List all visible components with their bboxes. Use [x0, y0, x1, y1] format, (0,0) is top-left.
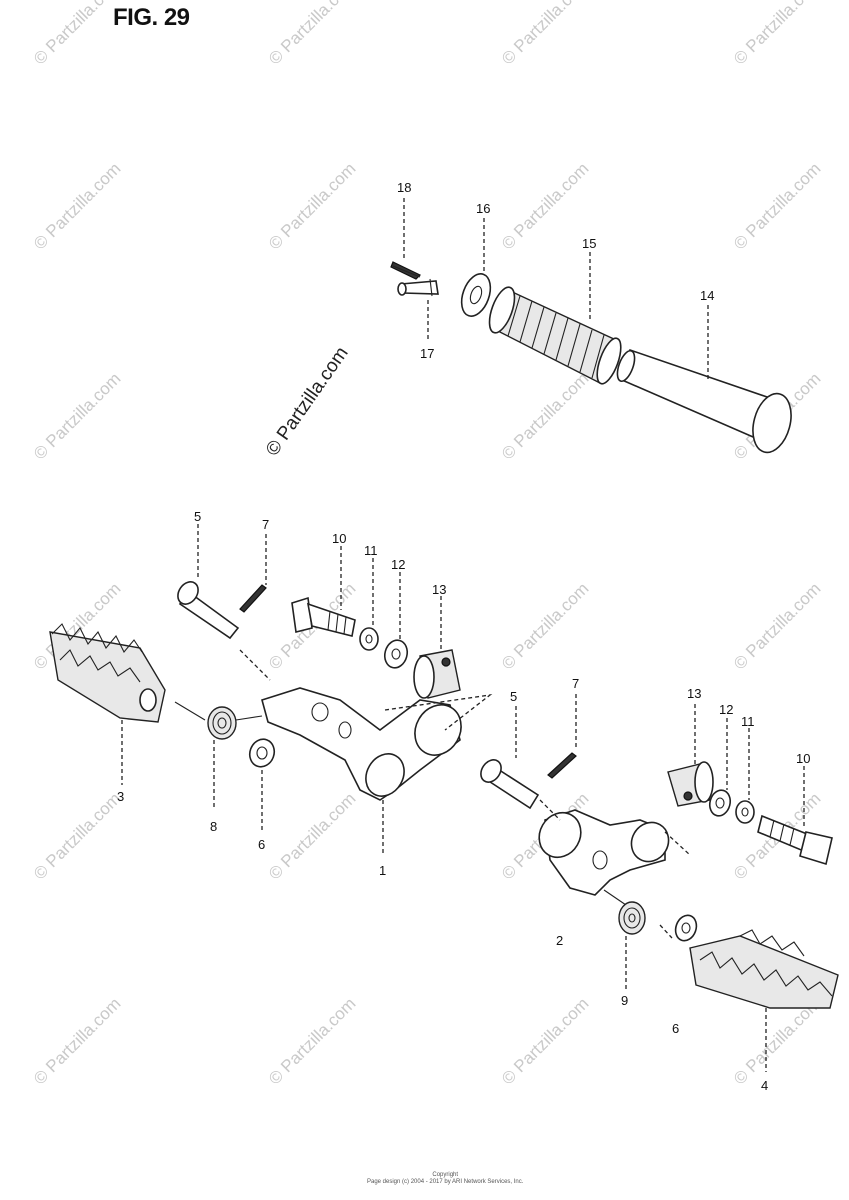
part-8-spring[interactable]: [174, 701, 263, 740]
part-7-cotter-left[interactable]: [239, 584, 267, 613]
part-5-pin-right[interactable]: [477, 756, 540, 810]
callout-15: 15: [582, 236, 596, 251]
part-10-bolt-left[interactable]: [291, 596, 356, 637]
callout-13-left: 13: [432, 582, 446, 597]
callout-11-left: 11: [364, 543, 378, 558]
part-3-footpeg-left[interactable]: [49, 623, 166, 723]
callout-7-left: 7: [262, 517, 269, 532]
assembly-guide-lines: [239, 649, 691, 939]
callout-11-right: 11: [741, 714, 755, 729]
callout-10-right: 10: [796, 751, 810, 766]
callout-5-right: 5: [510, 689, 517, 704]
callout-group: 18 17 16 15 14 5 7 10 11 12 13 3 8 6 1 5: [117, 180, 810, 1093]
figure-title: FIG. 29: [113, 4, 190, 31]
callout-9: 9: [621, 993, 628, 1008]
part-18-cotter-pin[interactable]: [390, 261, 422, 280]
part-14-lever-shaft[interactable]: [614, 348, 797, 457]
part-6-washer-left[interactable]: [246, 736, 278, 771]
part-10-bolt-right[interactable]: [757, 814, 833, 866]
part-13-bushing-left[interactable]: [413, 649, 461, 699]
footer-line-2: Page design (c) 2004 - 2017 by ARI Netwo…: [367, 1179, 524, 1185]
callout-2: 2: [556, 933, 563, 948]
callout-1: 1: [379, 863, 386, 878]
callout-16: 16: [476, 201, 490, 216]
callout-13-right: 13: [687, 686, 701, 701]
callout-3: 3: [117, 789, 124, 804]
callout-4: 4: [761, 1078, 768, 1093]
part-11-washer-right[interactable]: [735, 800, 755, 824]
part-17-pin[interactable]: [397, 278, 439, 297]
part-2-bracket-right[interactable]: [531, 805, 675, 896]
part-1-bracket-left[interactable]: [261, 687, 470, 803]
part-9-spring[interactable]: [603, 889, 646, 935]
callout-5-left: 5: [194, 509, 201, 524]
part-11-washer-left[interactable]: [359, 627, 379, 651]
part-7-cotter-right[interactable]: [547, 752, 577, 779]
part-12-washer-right[interactable]: [707, 788, 733, 818]
part-15-grip[interactable]: [484, 284, 625, 387]
callout-8: 8: [210, 819, 217, 834]
callout-6-right: 6: [672, 1021, 679, 1036]
callout-17: 17: [420, 346, 434, 361]
callout-14: 14: [700, 288, 714, 303]
page-footer: Copyright Page design (c) 2004 - 2017 by…: [367, 1172, 523, 1186]
callout-12-right: 12: [719, 702, 733, 717]
callout-6-left: 6: [258, 837, 265, 852]
callout-18: 18: [397, 180, 411, 195]
part-5-pin-left[interactable]: [174, 578, 240, 640]
part-6-washer-right[interactable]: [672, 912, 700, 943]
callout-12-left: 12: [391, 557, 405, 572]
callout-7-right: 7: [572, 676, 579, 691]
footer-line-1: Copyright: [432, 1172, 459, 1178]
part-12-washer-left[interactable]: [382, 638, 410, 671]
callout-10-left: 10: [332, 531, 346, 546]
part-16-washer[interactable]: [456, 270, 495, 320]
part-13-bushing-right[interactable]: [667, 761, 714, 807]
part-4-footpeg-right[interactable]: [689, 929, 839, 1009]
